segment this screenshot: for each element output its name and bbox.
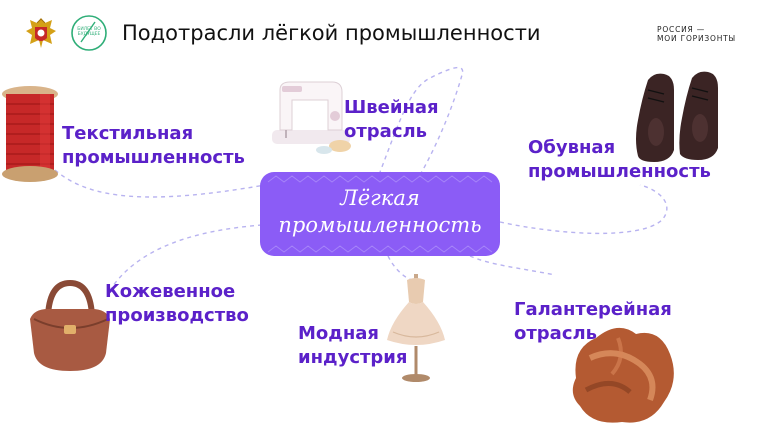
thread-spool-icon — [2, 86, 58, 182]
branch-haberdashery: Галантерейная отрасль — [514, 299, 672, 344]
bilet-logo: БИЛЕТ ВО БУДУЩЕЕ — [70, 14, 108, 52]
branch-sewing: Швейная отрасль — [344, 97, 439, 142]
shoes-icon — [636, 71, 718, 162]
center-topic-box: Лёгкая промышленность — [260, 172, 500, 256]
handbag-icon — [30, 279, 110, 371]
branch-fashion: Модная индустрия — [298, 323, 408, 368]
center-topic-label: Лёгкая промышленность — [278, 186, 482, 237]
branch-leather: Кожевенное производство — [105, 281, 249, 326]
page-title: Подотрасли лёгкой промышленности — [122, 21, 541, 45]
silk-fabric-icon — [572, 327, 674, 423]
dress-mannequin-icon — [387, 274, 445, 382]
zigzag-decoration — [267, 175, 493, 253]
branch-textile: Текстильная промышленность — [62, 123, 245, 168]
branch-footwear: Обувная промышленность — [528, 137, 711, 182]
bilet-logo-icon — [71, 15, 107, 51]
brand-text: РОССИЯ — МОИ ГОРИЗОНТЫ — [657, 25, 736, 43]
sewing-machine-icon — [272, 81, 351, 154]
emblem-icon — [26, 18, 56, 48]
header: БИЛЕТ ВО БУДУЩЕЕ Подотрасли лёгкой промы… — [0, 0, 760, 62]
bilet-logo-text: БИЛЕТ ВО БУДУЩЕЕ — [77, 27, 101, 37]
